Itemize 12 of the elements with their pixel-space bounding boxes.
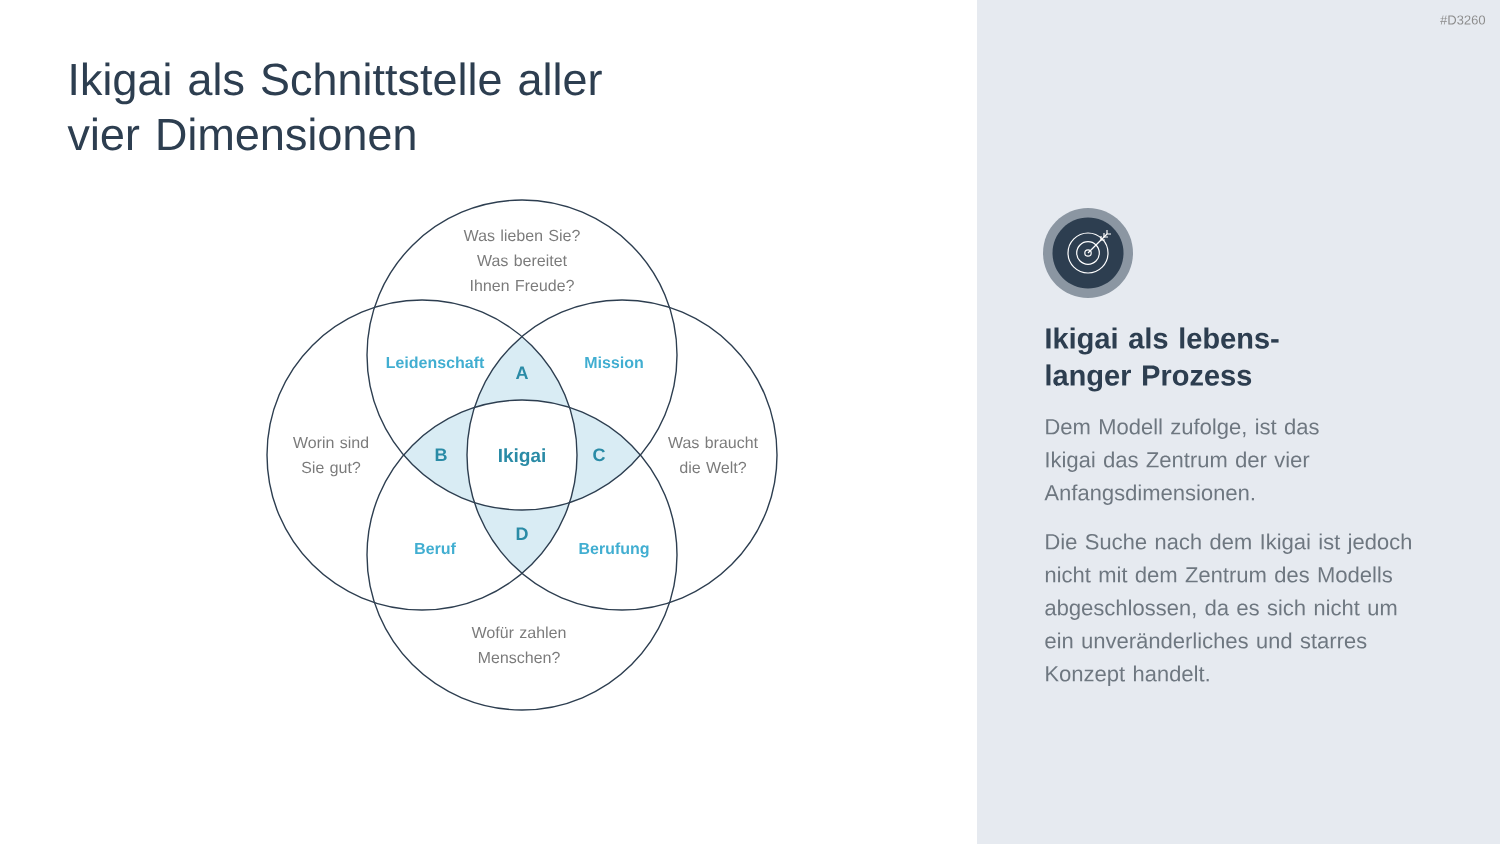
paragraph: Die Suche nach dem Ikigai ist jedoch nicht mit dem Zentrum des Modells abgeschlossen, da es sich nicht um ein unveränderliches und starres Konzept handelt. (1045, 533, 1411, 686)
region-label: Beruf (415, 542, 456, 555)
title: Ikigai als Schnittstelle aller vier Dimensionen (67, 62, 602, 151)
lens-region: C (569, 407, 641, 503)
slide-code: #D3260 (1440, 15, 1486, 25)
region-label: Ikigai (499, 448, 545, 466)
lens-region: D (474, 502, 570, 574)
lens-region: B (403, 407, 475, 503)
region-label: Mission (585, 356, 643, 369)
paragraph: Dem Modell zufolge, ist das Ikigai das Zentrum der vier Anfangsdimensionen. (1044, 418, 1319, 505)
region-label: Berufung (579, 542, 649, 558)
panel-heading: Ikigai als lebens- langer Prozess (1046, 327, 1279, 392)
